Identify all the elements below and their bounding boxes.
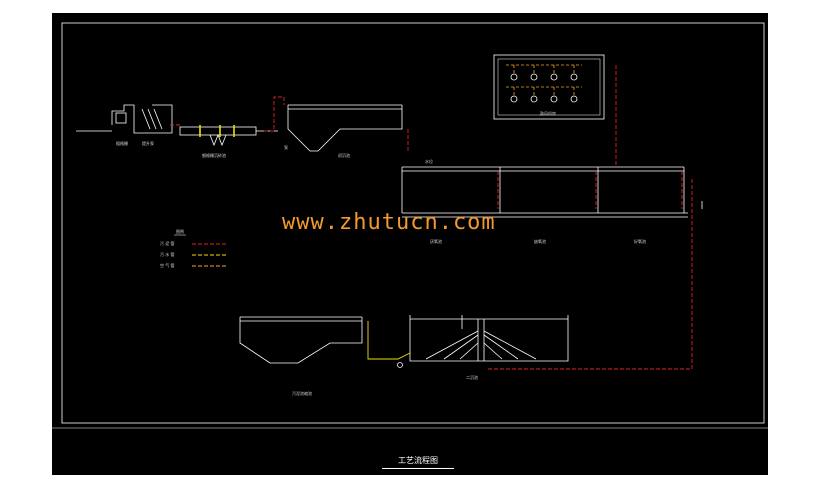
pump-icon (397, 362, 403, 368)
blower-room-inner (497, 58, 601, 116)
legend-item-air-label: 空 气 管 (160, 262, 175, 268)
sludge-flow-lines (170, 65, 693, 370)
sewage-flow-lines (367, 321, 411, 360)
legend-title: 图例 (176, 228, 184, 234)
label-water-level: 水位 (425, 158, 433, 164)
label-lift-pump: 提升泵 (142, 140, 154, 146)
label-fine-screen: 细格栅沉砂池 (202, 152, 226, 158)
aeration-tanks (401, 166, 688, 218)
label-secondary-clarifier: 二沉池 (466, 374, 478, 380)
label-blower-room: 鼓风机房 (540, 110, 556, 116)
blower-icon (510, 73, 578, 103)
blower-air-headers (506, 64, 582, 96)
legend-item-sludge-label: 污 泥 管 (160, 240, 175, 246)
drawing-title-rule (382, 468, 454, 469)
label-pump-primary: 泵 (284, 145, 288, 150)
label-coarse-screen: 粗格栅 (116, 140, 128, 146)
secondary-clarifier (409, 315, 569, 362)
process-flow-diagram: 粗格栅 提升泵 细格栅沉砂池 初沉池 泵 鼓风机房 (52, 22, 768, 429)
legend-item-water-label: 污 水 管 (160, 251, 175, 257)
fine-screen-channel (179, 126, 278, 147)
label-tank-a: 厌氧池 (430, 238, 442, 244)
label-sludge-thickener: 污泥浓缩池 (292, 390, 312, 396)
blower-room (493, 54, 605, 120)
label-primary-clarifier: 初沉池 (338, 152, 350, 158)
primary-clarifier (287, 104, 403, 152)
drawing-canvas: 粗格栅 提升泵 细格栅沉砂池 初沉池 泵 鼓风机房 (52, 13, 768, 475)
sludge-thickener (239, 316, 363, 364)
legend: 图例 污 泥 管 污 水 管 空 气 管 (160, 228, 228, 268)
watermark: www.zhutucn.com (282, 210, 496, 235)
drawing-frame (61, 22, 765, 424)
drawing-title: 工艺流程图 (398, 456, 438, 465)
screen-chamber (111, 104, 173, 134)
label-tank-b: 缺氧池 (534, 238, 546, 244)
label-tank-c: 好氧池 (634, 238, 646, 244)
